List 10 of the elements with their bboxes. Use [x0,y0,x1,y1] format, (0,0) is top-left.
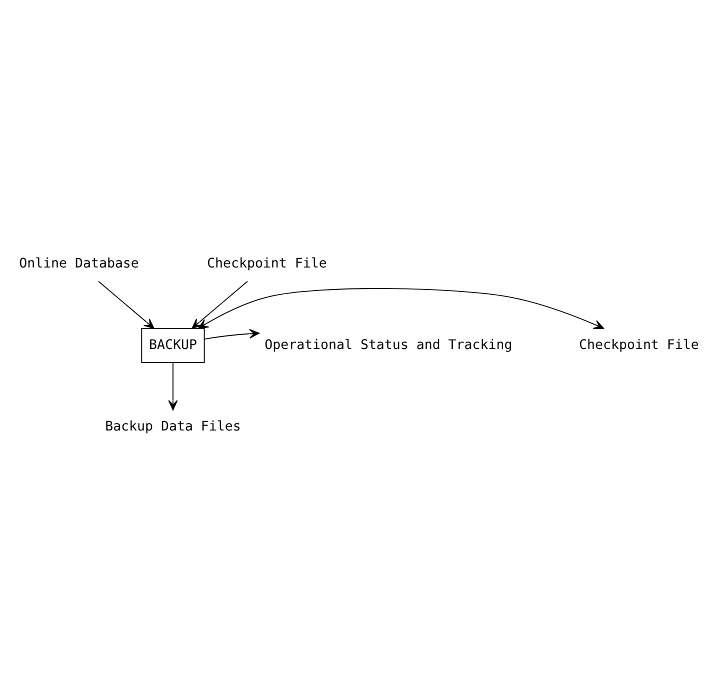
node-text: Online Database [19,256,139,271]
arrow [98,280,154,328]
node-text: Operational Status and Tracking [264,338,512,353]
node-text: Checkpoint File [579,338,699,353]
arrow [198,288,604,328]
node-text: Checkpoint File [207,256,327,271]
arrow [204,328,260,340]
node-text: Backup Data Files [105,419,241,434]
node-box: BACKUP [141,327,205,363]
arrow [168,362,178,410]
